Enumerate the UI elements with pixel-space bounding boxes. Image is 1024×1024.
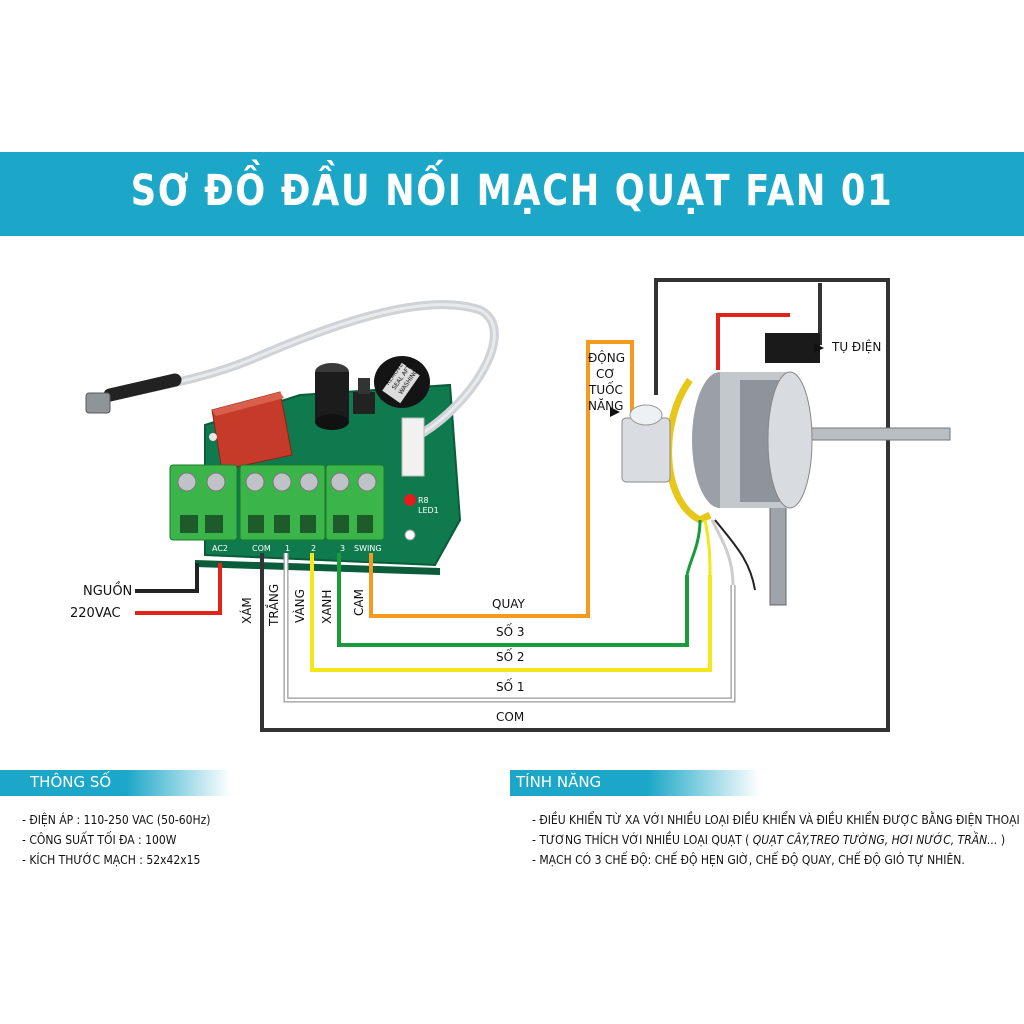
terminal-label-ac2: AC2: [212, 544, 229, 553]
specs-heading: THÔNG SỐ: [30, 773, 112, 791]
terminal-label-2: 2: [311, 544, 317, 553]
title-banner: [0, 152, 1024, 236]
power-label-line1: NGUỒN: [83, 584, 133, 599]
wire-name-so2: SỐ 2: [496, 650, 525, 664]
r8-label: R8: [418, 496, 429, 505]
feature-compat-a: - TƯƠNG THÍCH VỚI NHIỀU LOẠI QUẠT (: [532, 833, 753, 847]
spec-voltage: - ĐIỆN ÁP : 110-250 VAC (50-60Hz): [22, 813, 211, 827]
spec-power: - CÔNG SUẤT TỐI ĐA : 100W: [22, 833, 177, 847]
feature-compat-c: ): [997, 833, 1006, 847]
capacitor-label: TỤ ĐIỆN: [832, 340, 882, 354]
terminal-label-3: 3: [340, 544, 346, 553]
feature-compat: - TƯƠNG THÍCH VỚI NHIỀU LOẠI QUẠT ( QUẠT…: [532, 833, 1005, 847]
motor-label-nang: NĂNG: [588, 399, 624, 413]
spec-size: - KÍCH THƯỚC MẠCH : 52x42x15: [22, 853, 201, 867]
wire-color-xanh: XANH: [320, 589, 334, 624]
wire-name-quay: QUAY: [492, 597, 525, 611]
wire-color-vang: VÀNG: [293, 589, 307, 623]
terminal-speed: [239, 464, 326, 541]
wire-name-so1: SỐ 1: [496, 680, 525, 694]
led-label: LED1: [418, 506, 439, 515]
wire-color-trang: TRẮNG: [267, 583, 281, 626]
wire-color-xam: XÁM: [240, 597, 254, 624]
fan-motor: [610, 333, 951, 606]
motor-label-dong: ĐỘNG: [588, 351, 626, 365]
motor-label-co: CƠ: [596, 367, 616, 381]
features-heading: TÍNH NĂNG: [516, 773, 602, 791]
wire-color-cam: CAM: [352, 589, 366, 616]
terminal-label-com: COM: [252, 544, 271, 553]
feature-compat-types: QUẠT CÂY,TREO TƯỜNG, HƠI NƯỚC, TRẦN...: [752, 833, 998, 847]
wires: [135, 278, 890, 732]
terminal-label-swing: SWING: [354, 544, 382, 553]
feature-modes: - MẠCH CÓ 3 CHẾ ĐỘ: CHẾ ĐỘ HẸN GIỜ, CHẾ …: [532, 853, 965, 867]
features-heading-bar: [510, 770, 760, 796]
specs-heading-bar: [0, 770, 230, 796]
terminal-label-ac1: AC1: [186, 544, 203, 553]
feature-remote: - ĐIỀU KHIỂN TỪ XA VỚI NHIỀU LOẠI ĐIỀU K…: [532, 813, 1020, 827]
wire-name-so3: SỐ 3: [496, 625, 525, 639]
circuit-board: [85, 300, 499, 575]
terminal-label-1: 1: [285, 544, 291, 553]
page-title: SƠ ĐỒ ĐẦU NỐI MẠCH QUẠT FAN 01: [130, 166, 894, 216]
wire-name-com: COM: [496, 710, 525, 724]
motor-label-tuoc: TUỐC: [589, 383, 623, 397]
power-label-line2: 220VAC: [70, 606, 121, 621]
terminal-swing: [325, 464, 385, 541]
terminal-ac: [169, 464, 238, 541]
